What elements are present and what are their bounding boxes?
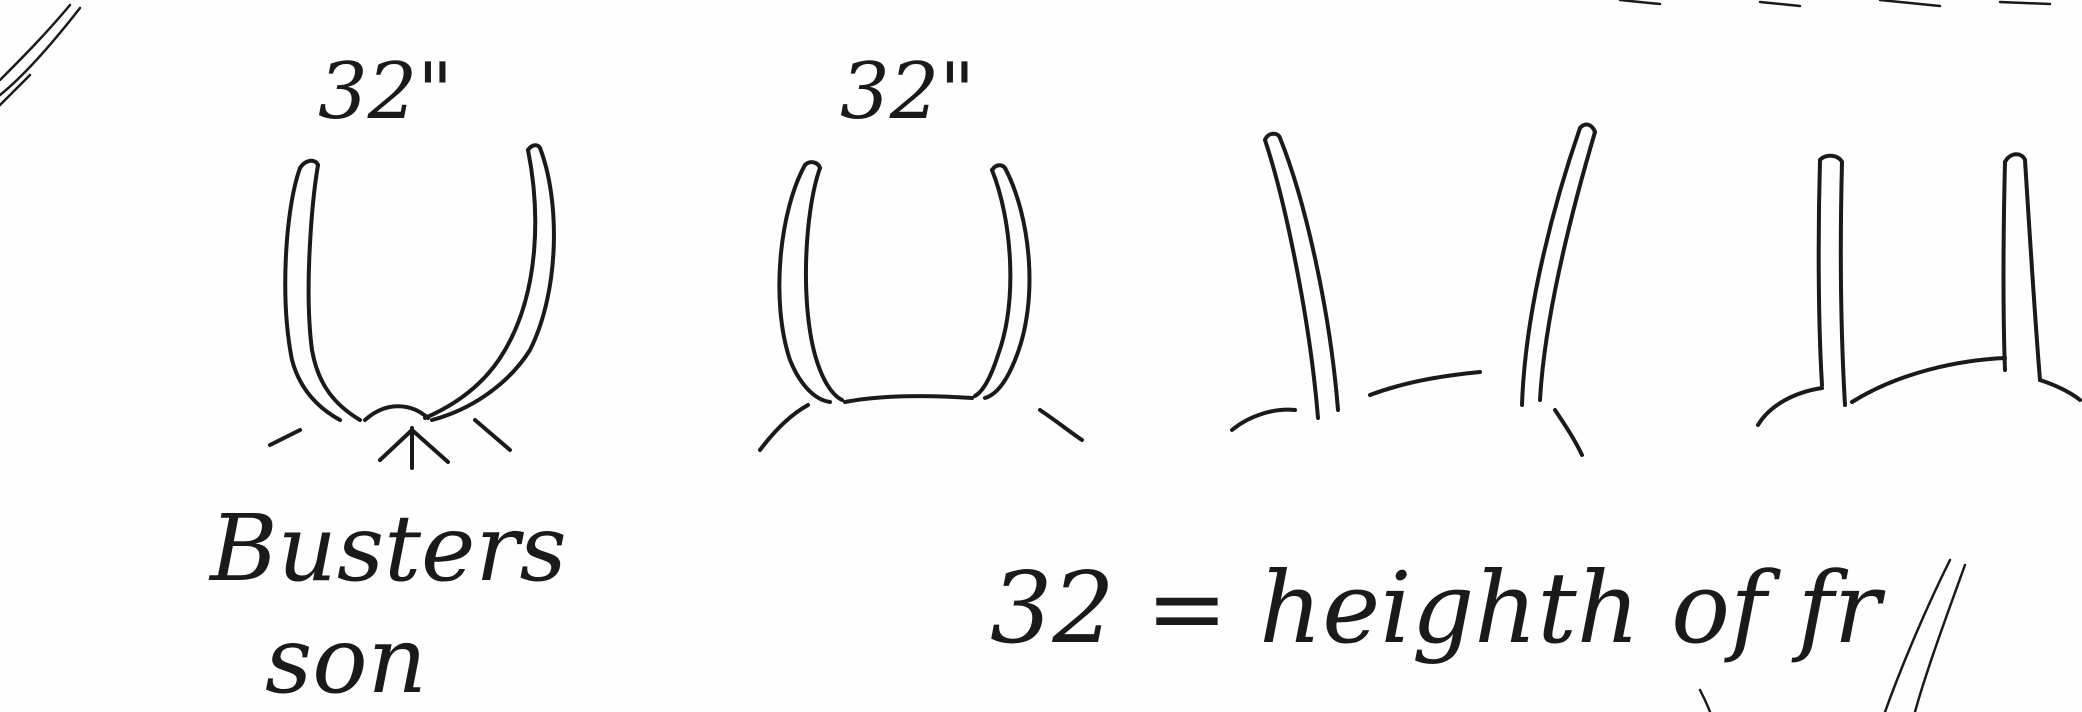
horn-figure-1 bbox=[268, 143, 556, 470]
horn-figure-4 bbox=[1756, 152, 2082, 427]
dimension-label-2: 32" bbox=[840, 47, 975, 137]
dimension-label-1: 32" bbox=[318, 47, 453, 137]
corner-scribble bbox=[0, 3, 82, 107]
caption-line-2: son bbox=[265, 607, 427, 712]
top-edge-fragments bbox=[1618, 0, 2052, 8]
horn-figure-2 bbox=[758, 160, 1084, 452]
height-note: 32 = heighth of fr bbox=[990, 552, 1886, 666]
caption-line-1: Busters bbox=[208, 495, 567, 602]
pen-loop bbox=[1698, 558, 1967, 712]
horn-figure-3 bbox=[1230, 122, 1597, 457]
